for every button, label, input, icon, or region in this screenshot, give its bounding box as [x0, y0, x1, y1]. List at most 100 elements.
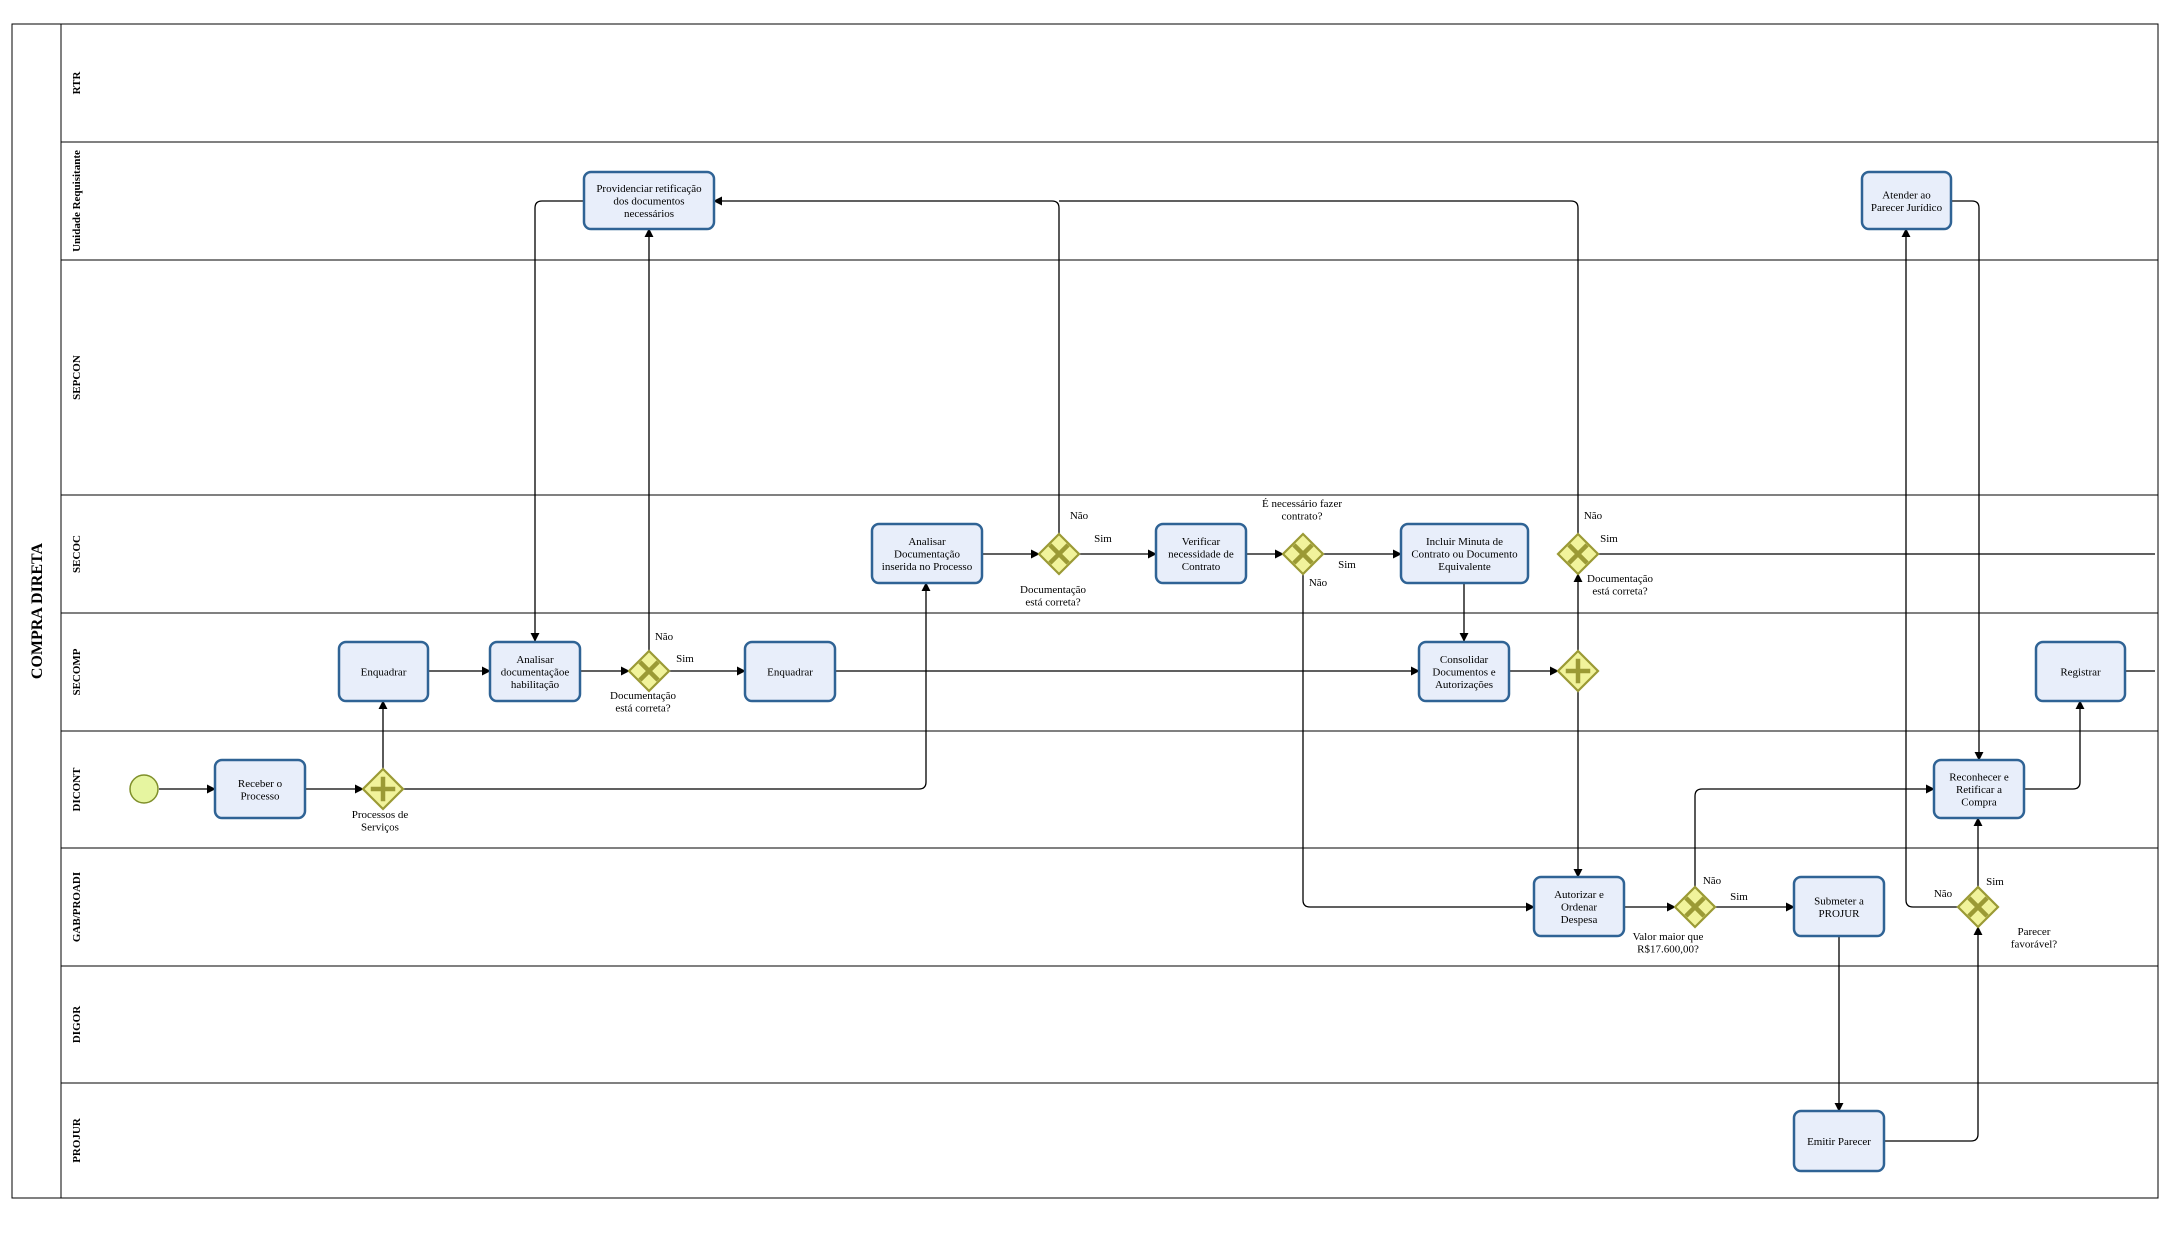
exclusive-x-icon: [638, 660, 660, 682]
task-label: Registrar: [2060, 667, 2101, 679]
task-box[interactable]: [1417, 640, 1511, 703]
task-box[interactable]: [582, 170, 716, 231]
task-box[interactable]: [1399, 522, 1530, 585]
lane-label: DICONT: [71, 767, 83, 812]
flow-gw4-autorizar: [1302, 574, 1535, 912]
flow-reconhecer-registrar: [2024, 700, 2085, 790]
exclusive-x-icon: [1567, 543, 1589, 565]
lane-label: DIGOR: [71, 1005, 83, 1043]
task-label: Emitir Parecer: [1807, 1136, 1871, 1148]
edge-label-nao: Não: [1584, 510, 1603, 522]
exclusive-x-icon: [1048, 543, 1070, 565]
edge-label-sim: Sim: [1338, 559, 1356, 571]
gw-parallel-1[interactable]: [361, 767, 405, 811]
sequence-flows: [159, 196, 2155, 1142]
gw-exclusive-2[interactable]: [627, 649, 671, 693]
lane-label: SECOMP: [71, 648, 83, 695]
exclusive-x-icon: [1967, 896, 1989, 918]
task-box[interactable]: [743, 640, 837, 703]
edge-label-sim: Sim: [676, 653, 694, 665]
lane-label: SECOC: [71, 535, 83, 573]
flow-emitir-gw8: [1884, 926, 1983, 1142]
lane-label: SEPCON: [71, 355, 83, 400]
edge-label-nao: Não: [655, 631, 674, 643]
flow-gw1-analisar-doc: [403, 582, 931, 790]
task-enquadrar1[interactable]: Enquadrar: [337, 640, 430, 703]
pool-title: COMPRA DIRETA: [29, 542, 46, 679]
task-box[interactable]: [1932, 758, 2026, 820]
lane-label: Unidade Requisitante: [71, 150, 83, 252]
task-box[interactable]: [2034, 640, 2127, 703]
flow-gw7-reconhecer: [1694, 784, 1935, 887]
gw-exclusive-3[interactable]: [1037, 532, 1081, 576]
pool-border: [11, 23, 2159, 1199]
flow-atender-reconhecer: [1951, 200, 1984, 761]
gateways: [361, 532, 2000, 929]
task-box[interactable]: [337, 640, 430, 703]
start-event[interactable]: [129, 774, 159, 804]
edge-label-sim: Sim: [1094, 533, 1112, 545]
gw-parallel-5[interactable]: [1556, 649, 1600, 693]
task-label: Enquadrar: [361, 667, 407, 679]
edge-label-nao: Não: [1070, 510, 1089, 522]
task-box[interactable]: [1154, 522, 1248, 585]
edge-label-nao: Não: [1934, 888, 1953, 900]
parallel-plus-icon: [1565, 658, 1591, 684]
edge-label-sim: Sim: [1986, 876, 2004, 888]
task-box[interactable]: [213, 758, 307, 820]
task-emitir[interactable]: Emitir Parecer: [1792, 1109, 1886, 1173]
gw-exclusive-8[interactable]: [1956, 885, 2000, 929]
task-box[interactable]: [1860, 170, 1953, 231]
gw-exclusive-4[interactable]: [1281, 532, 1325, 576]
edge-label-nao: Não: [1703, 875, 1722, 887]
exclusive-x-icon: [1292, 543, 1314, 565]
task-box[interactable]: [1532, 875, 1626, 938]
gw-exclusive-7[interactable]: [1673, 885, 1717, 929]
lane-label: PROJUR: [71, 1117, 83, 1163]
flow-gw3-providenciar: [713, 196, 1060, 534]
gw-exclusive-6[interactable]: [1556, 532, 1600, 576]
exclusive-x-icon: [1684, 896, 1706, 918]
task-label: Enquadrar: [767, 667, 813, 679]
lane-label: RTR: [71, 71, 83, 95]
task-box[interactable]: [870, 522, 984, 585]
task-box[interactable]: [1792, 1109, 1886, 1173]
flow-providenciar-analisarhab: [530, 200, 584, 642]
task-box[interactable]: [488, 640, 582, 703]
task-registrar[interactable]: Registrar: [2034, 640, 2127, 703]
task-enquadrar2[interactable]: Enquadrar: [743, 640, 837, 703]
parallel-plus-icon: [370, 776, 396, 802]
lane-label: GAB/PROADI: [71, 872, 83, 942]
task-box[interactable]: [1792, 875, 1886, 938]
edge-label-nao: Não: [1309, 577, 1328, 589]
